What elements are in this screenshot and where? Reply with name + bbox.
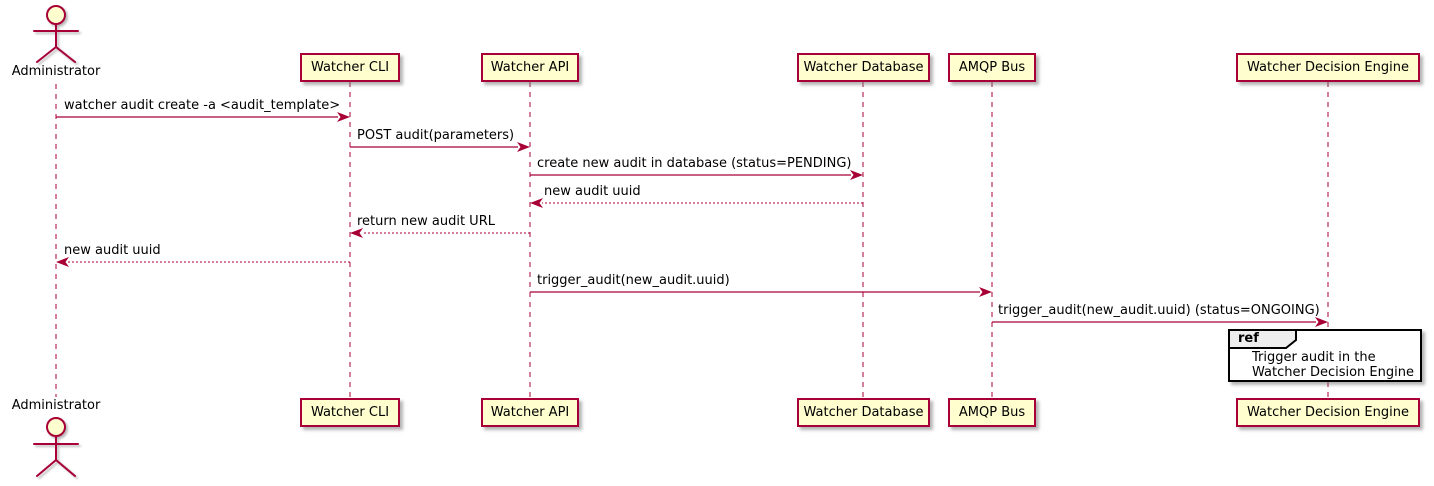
arrowhead-right-icon xyxy=(979,287,992,297)
participant-watcher-api-bottom: Watcher API xyxy=(481,398,579,427)
ref-text: Trigger audit in the Watcher Decision En… xyxy=(1230,331,1420,380)
arrowhead-right-icon xyxy=(850,170,863,180)
participant-label: Watcher Database xyxy=(803,405,924,420)
message-label-2: POST audit(parameters) xyxy=(357,128,515,143)
participant-watcher-api-top: Watcher API xyxy=(481,53,579,82)
participant-label: Watcher API xyxy=(490,60,570,75)
participant-watcher-decision-engine-bottom: Watcher Decision Engine xyxy=(1236,398,1420,427)
participant-watcher-cli-bottom: Watcher CLI xyxy=(300,398,400,427)
ref-tab-pentagon xyxy=(1228,329,1297,349)
actor-head-icon xyxy=(46,5,66,25)
participant-label: Watcher CLI xyxy=(310,405,390,420)
message-label-3: create new audit in database (status=PEN… xyxy=(537,156,852,171)
participant-label: Watcher Decision Engine xyxy=(1247,60,1409,75)
ref-tab-icon xyxy=(1228,329,1297,349)
ref-text-line: Watcher Decision Engine xyxy=(1252,365,1414,380)
message-arrow-1 xyxy=(56,112,350,122)
arrowhead-right-icon xyxy=(337,112,350,122)
participant-watcher-decision-engine-top: Watcher Decision Engine xyxy=(1236,53,1420,82)
message-label-1: watcher audit create -a <audit_template> xyxy=(64,98,341,113)
ref-text-line: Trigger audit in the xyxy=(1252,350,1376,365)
message-arrow-5 xyxy=(350,228,530,238)
participant-amqp-bus-top: AMQP Bus xyxy=(948,53,1036,82)
participant-label: AMQP Bus xyxy=(958,405,1026,420)
actor-leg-icon xyxy=(55,459,76,477)
arrowhead-right-icon xyxy=(1315,317,1328,327)
participant-label: Watcher Decision Engine xyxy=(1247,405,1409,420)
actor-leg-icon xyxy=(55,46,76,63)
ref-box: ref Trigger audit in the Watcher Decisio… xyxy=(1228,329,1422,382)
message-arrow-8 xyxy=(992,317,1328,327)
arrowhead-right-icon xyxy=(517,142,530,152)
participant-watcher-cli-top: Watcher CLI xyxy=(300,53,400,82)
participant-label: Watcher API xyxy=(490,405,570,420)
actor-label-bottom: Administrator xyxy=(11,398,101,413)
message-label-7: trigger_audit(new_audit.uuid) xyxy=(537,273,730,288)
participant-watcher-database-top: Watcher Database xyxy=(797,53,930,82)
actor-head-icon xyxy=(46,417,66,437)
message-label-5: return new audit URL xyxy=(357,214,495,229)
message-arrow-3 xyxy=(530,170,863,180)
message-label-4: new audit uuid xyxy=(544,184,641,199)
message-arrow-4 xyxy=(530,198,863,208)
actor-leg-icon xyxy=(36,46,57,63)
arrowhead-left-icon xyxy=(56,257,69,267)
arrowhead-left-icon xyxy=(530,198,543,208)
actor-icon xyxy=(33,5,79,63)
message-arrow-7 xyxy=(530,287,992,297)
participant-label: AMQP Bus xyxy=(958,60,1026,75)
participant-watcher-database-bottom: Watcher Database xyxy=(797,398,930,427)
actor-label-top: Administrator xyxy=(11,64,101,79)
participant-label: Watcher Database xyxy=(803,60,924,75)
message-label-6: new audit uuid xyxy=(64,243,161,258)
actor-icon xyxy=(33,417,79,477)
participant-label: Watcher CLI xyxy=(310,60,390,75)
participant-amqp-bus-bottom: AMQP Bus xyxy=(948,398,1036,427)
message-label-8: trigger_audit(new_audit.uuid) (status=ON… xyxy=(998,303,1320,318)
message-arrow-2 xyxy=(350,142,530,152)
arrowhead-left-icon xyxy=(350,228,363,238)
message-arrow-6 xyxy=(56,257,350,267)
ref-keyword: ref xyxy=(1238,331,1259,346)
actor-leg-icon xyxy=(36,459,57,477)
